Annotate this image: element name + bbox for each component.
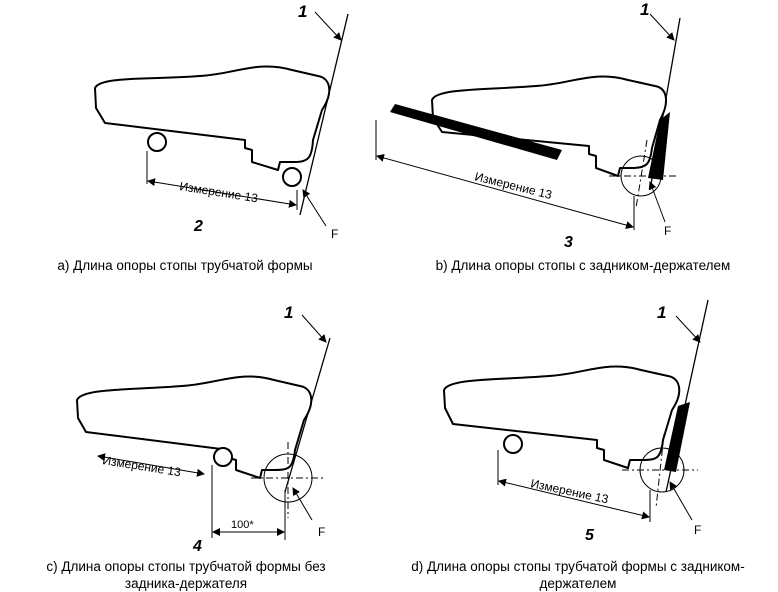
- dimension-line: [147, 178, 297, 208]
- force-label: F: [331, 227, 338, 241]
- force-label: F: [664, 224, 671, 238]
- center-line-vertical: [635, 139, 648, 209]
- shoe: [76, 375, 313, 479]
- shoe: [94, 65, 331, 171]
- panel-c: 1 Измерение 13 100* 4 F: [76, 303, 331, 555]
- wall-label: 1: [640, 0, 649, 19]
- force-leader: [648, 181, 666, 223]
- wall-leader: [314, 11, 342, 41]
- heel-counter: [648, 112, 670, 180]
- caption-b: b) Длина опоры стопы с задником-держател…: [435, 258, 731, 273]
- number-label: 3: [564, 234, 573, 251]
- number-label: 2: [193, 218, 203, 235]
- support-tube-rear: [282, 167, 302, 187]
- wall-label: 1: [284, 303, 293, 322]
- panel-d: 1 Измерение 13 5 F: [443, 299, 709, 544]
- wall-leader: [675, 315, 701, 343]
- heel-counter: [664, 402, 690, 472]
- support-tube: [213, 447, 233, 467]
- number-label: 5: [585, 527, 595, 544]
- offset-label: 100*: [231, 519, 254, 531]
- wall-line: [299, 13, 349, 216]
- measurement-label: Измерение 13: [473, 169, 553, 202]
- shoe: [443, 365, 681, 469]
- force-leader: [669, 481, 693, 521]
- panel-a: 1 Измерение 13 2 F: [94, 2, 349, 241]
- support-tube: [503, 434, 523, 454]
- dimension-line: [97, 453, 205, 477]
- support-tube-front: [147, 132, 167, 152]
- force-leader: [292, 487, 313, 521]
- caption-d: d) Длина опоры стопы трубчатой формы с з…: [380, 558, 776, 592]
- wall-leader: [649, 13, 675, 41]
- wall-label: 1: [298, 2, 307, 21]
- caption-d-line2: держателем: [539, 576, 617, 591]
- dimension-line: [376, 154, 634, 229]
- measurement-label: Измерение 13: [102, 453, 183, 479]
- dimension-line: [498, 478, 650, 520]
- panel-b: 1 Измерение 13 3 F: [375, 0, 681, 251]
- center-line-vertical: [655, 433, 665, 509]
- caption-d-line1: d) Длина опоры стопы трубчатой формы с з…: [411, 559, 745, 574]
- measurement-label: Измерение 13: [529, 476, 610, 506]
- measurement-label: Измерение 13: [179, 179, 260, 205]
- force-leader: [302, 189, 327, 227]
- caption-c-line1: с) Длина опоры стопы трубчатой формы без: [46, 559, 326, 574]
- caption-c: с) Длина опоры стопы трубчатой формы без…: [0, 558, 372, 592]
- force-label: F: [318, 525, 325, 539]
- force-label: F: [694, 523, 701, 537]
- caption-c-line2: задника-держателя: [124, 576, 248, 591]
- wall-leader: [301, 314, 327, 343]
- heel-holder-plate: [390, 104, 562, 160]
- caption-a: a) Длина опоры стопы трубчатой формы: [57, 258, 313, 273]
- number-label: 4: [192, 538, 202, 555]
- wall-label: 1: [657, 303, 666, 322]
